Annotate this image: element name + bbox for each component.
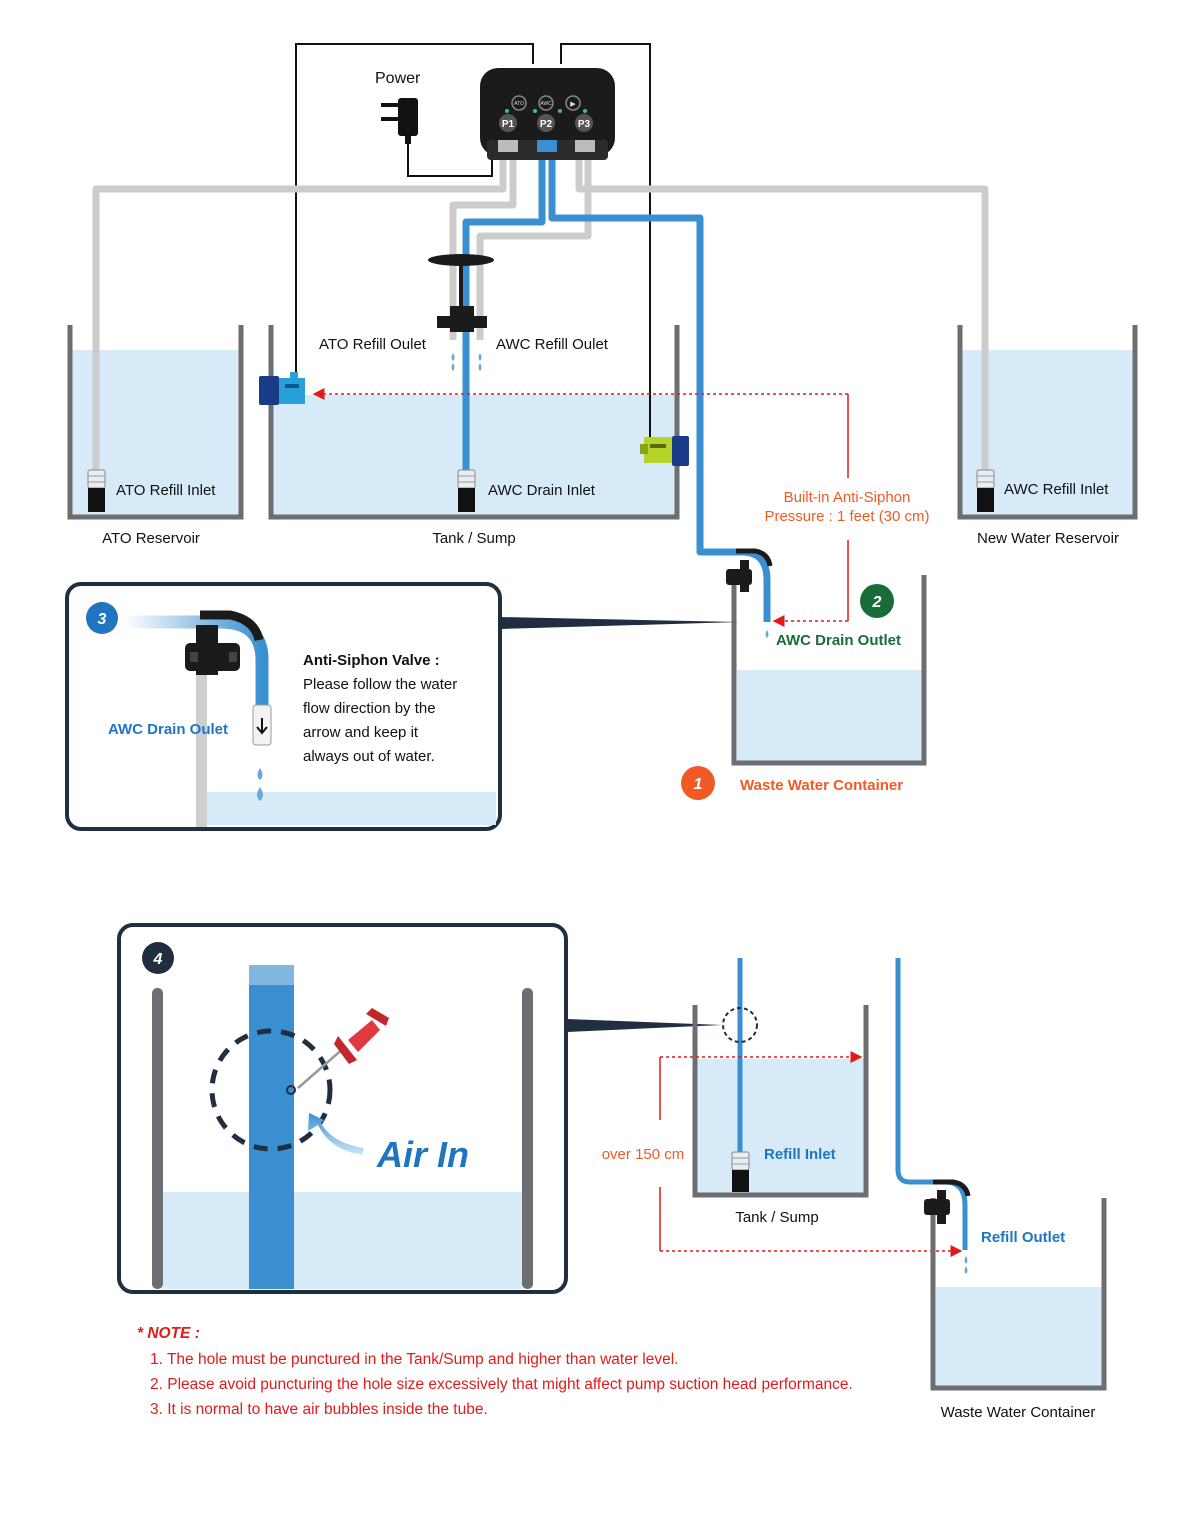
- tank-sump: [268, 325, 680, 520]
- bottom-refill-inlet-strainer-icon: [731, 1151, 750, 1192]
- callout-3-pointer: [500, 617, 740, 629]
- pump-controller: ATO AWC ▶ P1 P2 P3: [480, 68, 615, 160]
- bottom-refill-outlet-label: Refill Outlet: [981, 1229, 1065, 1246]
- air-in-label: Air In: [376, 1134, 469, 1175]
- note-item-2: 2. Please avoid puncturing the hole size…: [150, 1376, 853, 1393]
- awc-refill-inlet-strainer-icon: [976, 469, 995, 512]
- callout-4-hole-marker: [209, 1028, 333, 1152]
- bottom-waste-water: [936, 1287, 1103, 1387]
- awc-drain-inlet-strainer-icon: [457, 469, 476, 512]
- waste-container-water: [737, 670, 924, 763]
- badge-3: [86, 602, 118, 634]
- controller-button-ato[interactable]: [511, 95, 527, 111]
- awc-inlet-tube: [575, 150, 989, 475]
- callout-4-puncture-hole: [286, 1085, 296, 1095]
- waste-water-container-label: Waste Water Container: [740, 777, 903, 794]
- bottom-refill-inlet-label: Refill Inlet: [764, 1146, 836, 1163]
- bottom-waste-container-label: Waste Water Container: [941, 1404, 1096, 1421]
- anti-siphon-label-line1: Built-in Anti-Siphon: [784, 489, 911, 506]
- power-adapter-icon: [381, 98, 493, 177]
- ato-reservoir-label: ATO Reservoir: [102, 530, 200, 547]
- new-water-reservoir: [957, 325, 1138, 520]
- ato-inlet-tube: [92, 150, 507, 475]
- callout-3-drain-label: AWC Drain Oulet: [108, 721, 228, 738]
- ato-reservoir: [67, 325, 244, 520]
- controller-button-play-label: ▶: [570, 101, 576, 108]
- note-section: * NOTE : 1. The hole must be punctured i…: [137, 1325, 937, 1426]
- callout-4-pointer: [567, 1019, 722, 1032]
- ato-float-sensor-icon: [259, 372, 305, 405]
- callout-3-title: Anti-Siphon Valve :: [303, 652, 440, 669]
- badge-3-label: 3: [98, 611, 107, 628]
- waste-water-container: [731, 575, 927, 766]
- bottom-tank-water: [697, 1059, 864, 1195]
- port-p1-label: P1: [502, 119, 515, 130]
- new-water-reservoir-label: New Water Reservoir: [977, 530, 1119, 547]
- badge-1-label: 1: [694, 776, 703, 793]
- port-p3-label: P3: [578, 119, 591, 130]
- tank-sump-label: Tank / Sump: [432, 530, 515, 547]
- awc-refill-inlet-label: AWC Refill Inlet: [1004, 481, 1109, 498]
- awc-drain-inlet-tube: [462, 150, 546, 475]
- controller-button-awc-label: AWC: [540, 101, 552, 107]
- badge-2-label: 2: [872, 594, 882, 611]
- callout-3-body-line4: always out of water.: [303, 748, 435, 765]
- port-p2-label: P2: [540, 119, 553, 130]
- bottom-hole-marker: [722, 1007, 758, 1043]
- bottom-tank-sump-label: Tank / Sump: [735, 1209, 818, 1226]
- controller-button-awc[interactable]: [538, 95, 554, 111]
- air-in-arrow-icon: [308, 1113, 364, 1155]
- bottom-tank-sump: [692, 1005, 869, 1198]
- anti-siphon-valve-icon: [726, 548, 773, 638]
- ato-refill-outlet-label: ATO Refill Oulet: [319, 336, 427, 353]
- bottom-waste-container: [930, 1198, 1107, 1391]
- anti-siphon-label-line2: Pressure : 1 feet (30 cm): [764, 508, 929, 525]
- controller-button-ato-label: ATO: [514, 101, 524, 107]
- awc-drain-outlet-tube: [548, 150, 745, 556]
- callout-4-tube: [249, 965, 294, 1289]
- badge-4: [142, 942, 174, 974]
- controller-button-play[interactable]: [565, 95, 581, 111]
- badge-2: [860, 584, 894, 618]
- bottom-refill-outlet-tube: [895, 958, 968, 1250]
- ato-inlet-strainer-icon: [87, 469, 106, 512]
- callout-4-wall-left: [152, 988, 163, 1289]
- awc-drain-outlet-label: AWC Drain Outlet: [776, 632, 901, 649]
- callout-3-water: [207, 792, 496, 825]
- pushpin-icon: [297, 1008, 389, 1089]
- note-item-1: 1. The hole must be punctured in the Tan…: [150, 1351, 679, 1368]
- badge-4-label: 4: [153, 951, 163, 968]
- callout-3-body-line3: arrow and keep it: [303, 724, 419, 741]
- bottom-anti-siphon-valve-icon: [924, 1179, 971, 1274]
- over-height-label: over 150 cm: [602, 1146, 685, 1163]
- sensor-cable-right: [560, 43, 651, 440]
- tube-holder-icon: [428, 254, 494, 371]
- awc-float-sensor-icon: [640, 436, 689, 466]
- ato-outlet-tube: [449, 150, 517, 340]
- callout-4-wall-right: [522, 988, 533, 1289]
- sensor-cable-left: [295, 43, 534, 375]
- callout-3-box: [65, 582, 502, 831]
- callout-3-valve-icon: [185, 610, 272, 801]
- badge-1: [681, 766, 715, 800]
- callout-3-body-line1: Please follow the water: [303, 676, 457, 693]
- awc-drain-inlet-label: AWC Drain Inlet: [488, 482, 596, 499]
- callout-4-water: [163, 1192, 522, 1289]
- ato-refill-inlet-label: ATO Refill Inlet: [116, 482, 216, 499]
- awc-outlet-tube: [476, 150, 592, 340]
- awc-refill-outlet-label: AWC Refill Oulet: [496, 336, 609, 353]
- callout-3-tank-wall: [196, 655, 207, 827]
- callout-3-body-line2: flow direction by the: [303, 700, 436, 717]
- note-title: * NOTE :: [137, 1325, 200, 1342]
- power-label: Power: [375, 70, 421, 87]
- note-item-3: 3. It is normal to have air bubbles insi…: [150, 1401, 488, 1418]
